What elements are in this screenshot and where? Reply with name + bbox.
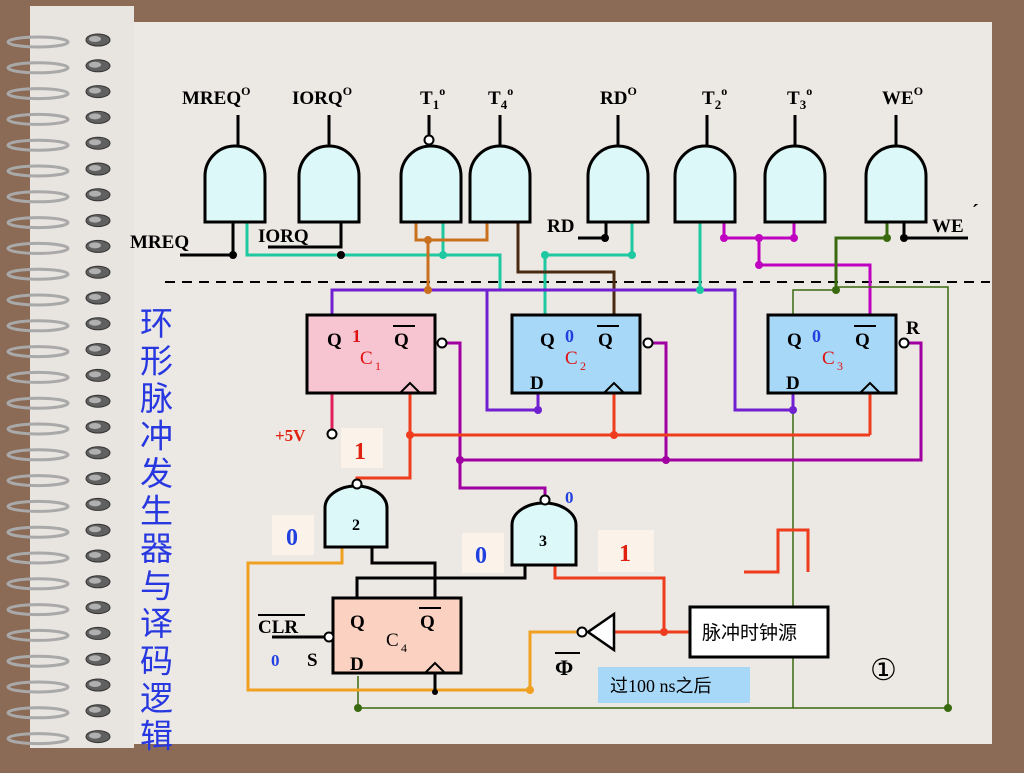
junction-dots (229, 234, 908, 259)
c2-qbar: Q (598, 330, 613, 351)
title-char: 冲 (140, 419, 173, 456)
input-we: WE (932, 216, 964, 237)
output-label-1: MREQO (182, 84, 250, 109)
colored-junctions (354, 234, 952, 712)
c4-s-val: 0 (271, 651, 280, 670)
c1-name: C (360, 348, 373, 369)
c3-q: Q (787, 330, 802, 351)
value-boxes: 1 0 0 1 (272, 428, 654, 573)
c1-state: 1 (352, 326, 361, 346)
title-char: 与 (140, 570, 173, 606)
title-char: 形 (140, 345, 173, 381)
c3-sub: 3 (837, 359, 843, 373)
top-gate-5 (586, 144, 650, 224)
c4-qbar: Q (420, 612, 435, 633)
value-box-0a: 0 (286, 525, 298, 551)
top-gate-4 (468, 144, 532, 224)
gate-t1-bubble (423, 134, 435, 146)
input-iorq: IORQ (258, 226, 309, 247)
c4-q: Q (350, 612, 365, 633)
value-box-1b: 1 (619, 541, 631, 567)
c3-r: R (906, 318, 920, 339)
c1-q: Q (327, 330, 342, 351)
gate-3-label: 3 (539, 533, 547, 550)
step-marker: ① (870, 654, 897, 687)
flipflop-c3: Q Q 0 C 3 D R (766, 313, 920, 395)
vcc-terminal (326, 428, 338, 440)
c4-s: S (307, 650, 318, 671)
c4-d: D (350, 654, 364, 675)
title-char: 环 (140, 307, 173, 343)
top-gate-6 (673, 144, 737, 224)
title-char: 发 (140, 456, 173, 493)
flipflop-c4: Q Q C 4 D CLR S 0 (258, 596, 463, 675)
top-gate-1 (203, 144, 267, 224)
title-char: 译 (140, 607, 173, 643)
spiral-binding (6, 33, 111, 746)
top-and-gates (203, 134, 928, 224)
output-label-2: IORQO (292, 84, 352, 109)
top-gate-8 (864, 144, 928, 224)
note-box (598, 667, 750, 703)
c2-sub: 2 (580, 359, 586, 373)
c3-qbar: Q (855, 330, 870, 351)
flipflop-c1: Q Q 1 C 1 (305, 313, 448, 395)
c1-sub: 1 (375, 359, 381, 373)
input-mreq: MREQ (130, 232, 189, 253)
top-gate-7 (763, 144, 827, 224)
c4-name: C (386, 630, 399, 651)
c2-name: C (565, 348, 578, 369)
clock-source-box (688, 605, 830, 659)
value-box-1: 1 (354, 439, 366, 465)
note-text: 过100 ns之后 (610, 676, 712, 696)
title-char: 脉 (140, 381, 173, 418)
phi-label: Φ (555, 655, 573, 680)
c2-q: Q (540, 330, 555, 351)
c3-d: D (786, 373, 800, 394)
gate-3: 3 0 (510, 488, 578, 567)
c4-sub: 4 (401, 641, 407, 655)
c3-state: 0 (812, 326, 821, 346)
c4-clr: CLR (258, 617, 298, 638)
title-char: 逻 (140, 682, 173, 718)
c2-d: D (530, 373, 544, 394)
top-gate-3 (399, 144, 463, 224)
title-char: 码 (140, 645, 173, 681)
value-box-0b: 0 (475, 543, 487, 569)
vcc-label: +5V (275, 426, 306, 445)
c1-qbar: Q (394, 330, 409, 351)
c2-state: 0 (565, 326, 574, 346)
flipflop-c2: Q Q 0 C 2 D (510, 313, 654, 395)
clock-source-label: 脉冲时钟源 (702, 622, 797, 644)
title-char: 器 (140, 532, 173, 568)
title-char: 生 (140, 494, 173, 531)
pulse-waveform (744, 528, 810, 574)
gate-2-label: 2 (352, 517, 360, 534)
gate-3-out-value: 0 (565, 488, 574, 507)
gate-2: 2 (323, 478, 389, 549)
top-gate-2 (297, 144, 361, 224)
inverter (576, 611, 616, 653)
c3-name: C (822, 348, 835, 369)
input-rd: RD (547, 216, 574, 237)
title-char: 辑 (140, 719, 173, 756)
paper-left-strip (30, 6, 134, 748)
input-we-mark: ´ (972, 201, 979, 223)
